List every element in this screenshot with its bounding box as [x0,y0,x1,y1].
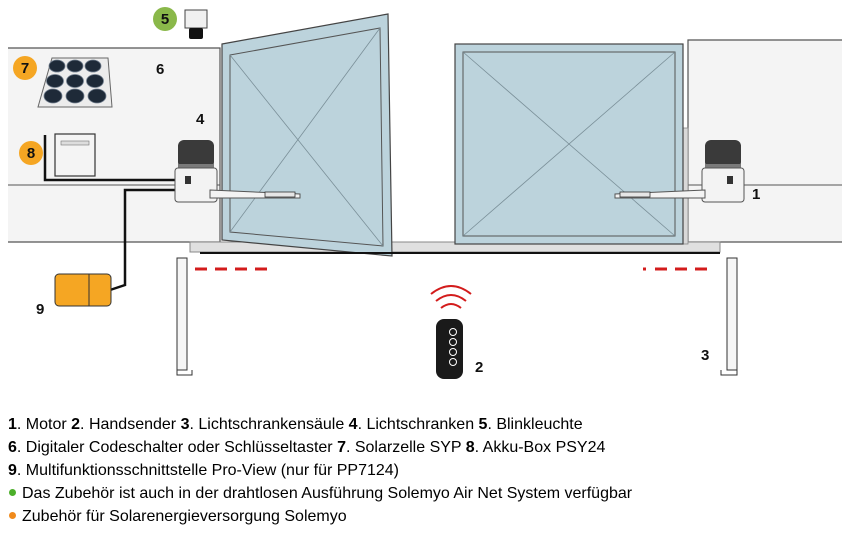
legend-line-2: 6. Digitaler Codeschalter oder Schlüssel… [8,436,848,459]
legend-text: . Blinkleuchte [487,416,583,433]
legend-num: 5 [478,416,488,433]
legend-num: 4 [348,416,358,433]
legend-num: 1 [8,416,17,433]
legend-note-green: Das Zubehör ist auch in der drahtlosen A… [8,482,848,505]
badge-7: 7 [13,56,37,80]
green-dot-icon [9,489,16,497]
legend-text: . Multifunktionsschnittstelle Pro-View (… [16,462,399,479]
svg-text:5: 5 [161,11,169,28]
legend-num: 2 [71,416,81,433]
svg-text:7: 7 [21,60,29,77]
svg-text:8: 8 [27,145,35,162]
label-2: 2 [475,359,483,376]
legend: 1. Motor 2. Handsender 3. Lichtschranken… [8,413,848,528]
motor-right [614,140,745,203]
legend-line-1: 1. Motor 2. Handsender 3. Lichtschranken… [8,413,848,436]
legend-text: . Akku-Box PSY24 [474,439,606,456]
motor-left [174,140,301,203]
remote-control [430,285,472,379]
label-4: 4 [196,111,205,128]
orange-dot-icon [9,512,16,520]
legend-note-text: Das Zubehör ist auch in der drahtlosen A… [22,485,633,502]
right-gate-leaf [454,43,684,245]
legend-note-text: Zubehör für Solarenergieversorgung Solem… [22,508,347,525]
legend-note-orange: Zubehör für Solarenergieversorgung Solem… [8,505,848,528]
legend-text: . Lichtschrankensäule [189,416,349,433]
badge-8: 8 [19,141,43,165]
badge-5: 5 [153,7,177,31]
label-9: 9 [36,301,44,318]
gate-installation-diagram: 5 7 8 6 4 1 9 2 3 [8,7,842,379]
label-3: 3 [701,347,709,364]
label-1: 1 [752,186,760,203]
cables [43,135,720,292]
flashing-light [184,9,208,39]
legend-text: . Lichtschranken [357,416,479,433]
legend-text: . Motor [16,416,72,433]
legend-line-3: 9. Multifunktionsschnittstelle Pro-View … [8,459,848,482]
battery-box [54,133,96,177]
left-gate-leaf [221,13,393,257]
legend-num: 3 [180,416,190,433]
legend-num: 9 [8,462,17,479]
legend-num: 6 [8,439,17,456]
label-6: 6 [156,61,164,78]
legend-num: 7 [337,439,346,456]
photocell-column-left [176,257,193,376]
photocell-column-right [720,257,738,376]
legend-text: . Solarzelle SYP [345,439,466,456]
legend-num: 8 [465,439,475,456]
legend-text: . Digitaler Codeschalter oder Schlüsselt… [16,439,338,456]
interface-box [54,273,112,307]
solar-panel [37,57,113,108]
legend-text: . Handsender [80,416,181,433]
